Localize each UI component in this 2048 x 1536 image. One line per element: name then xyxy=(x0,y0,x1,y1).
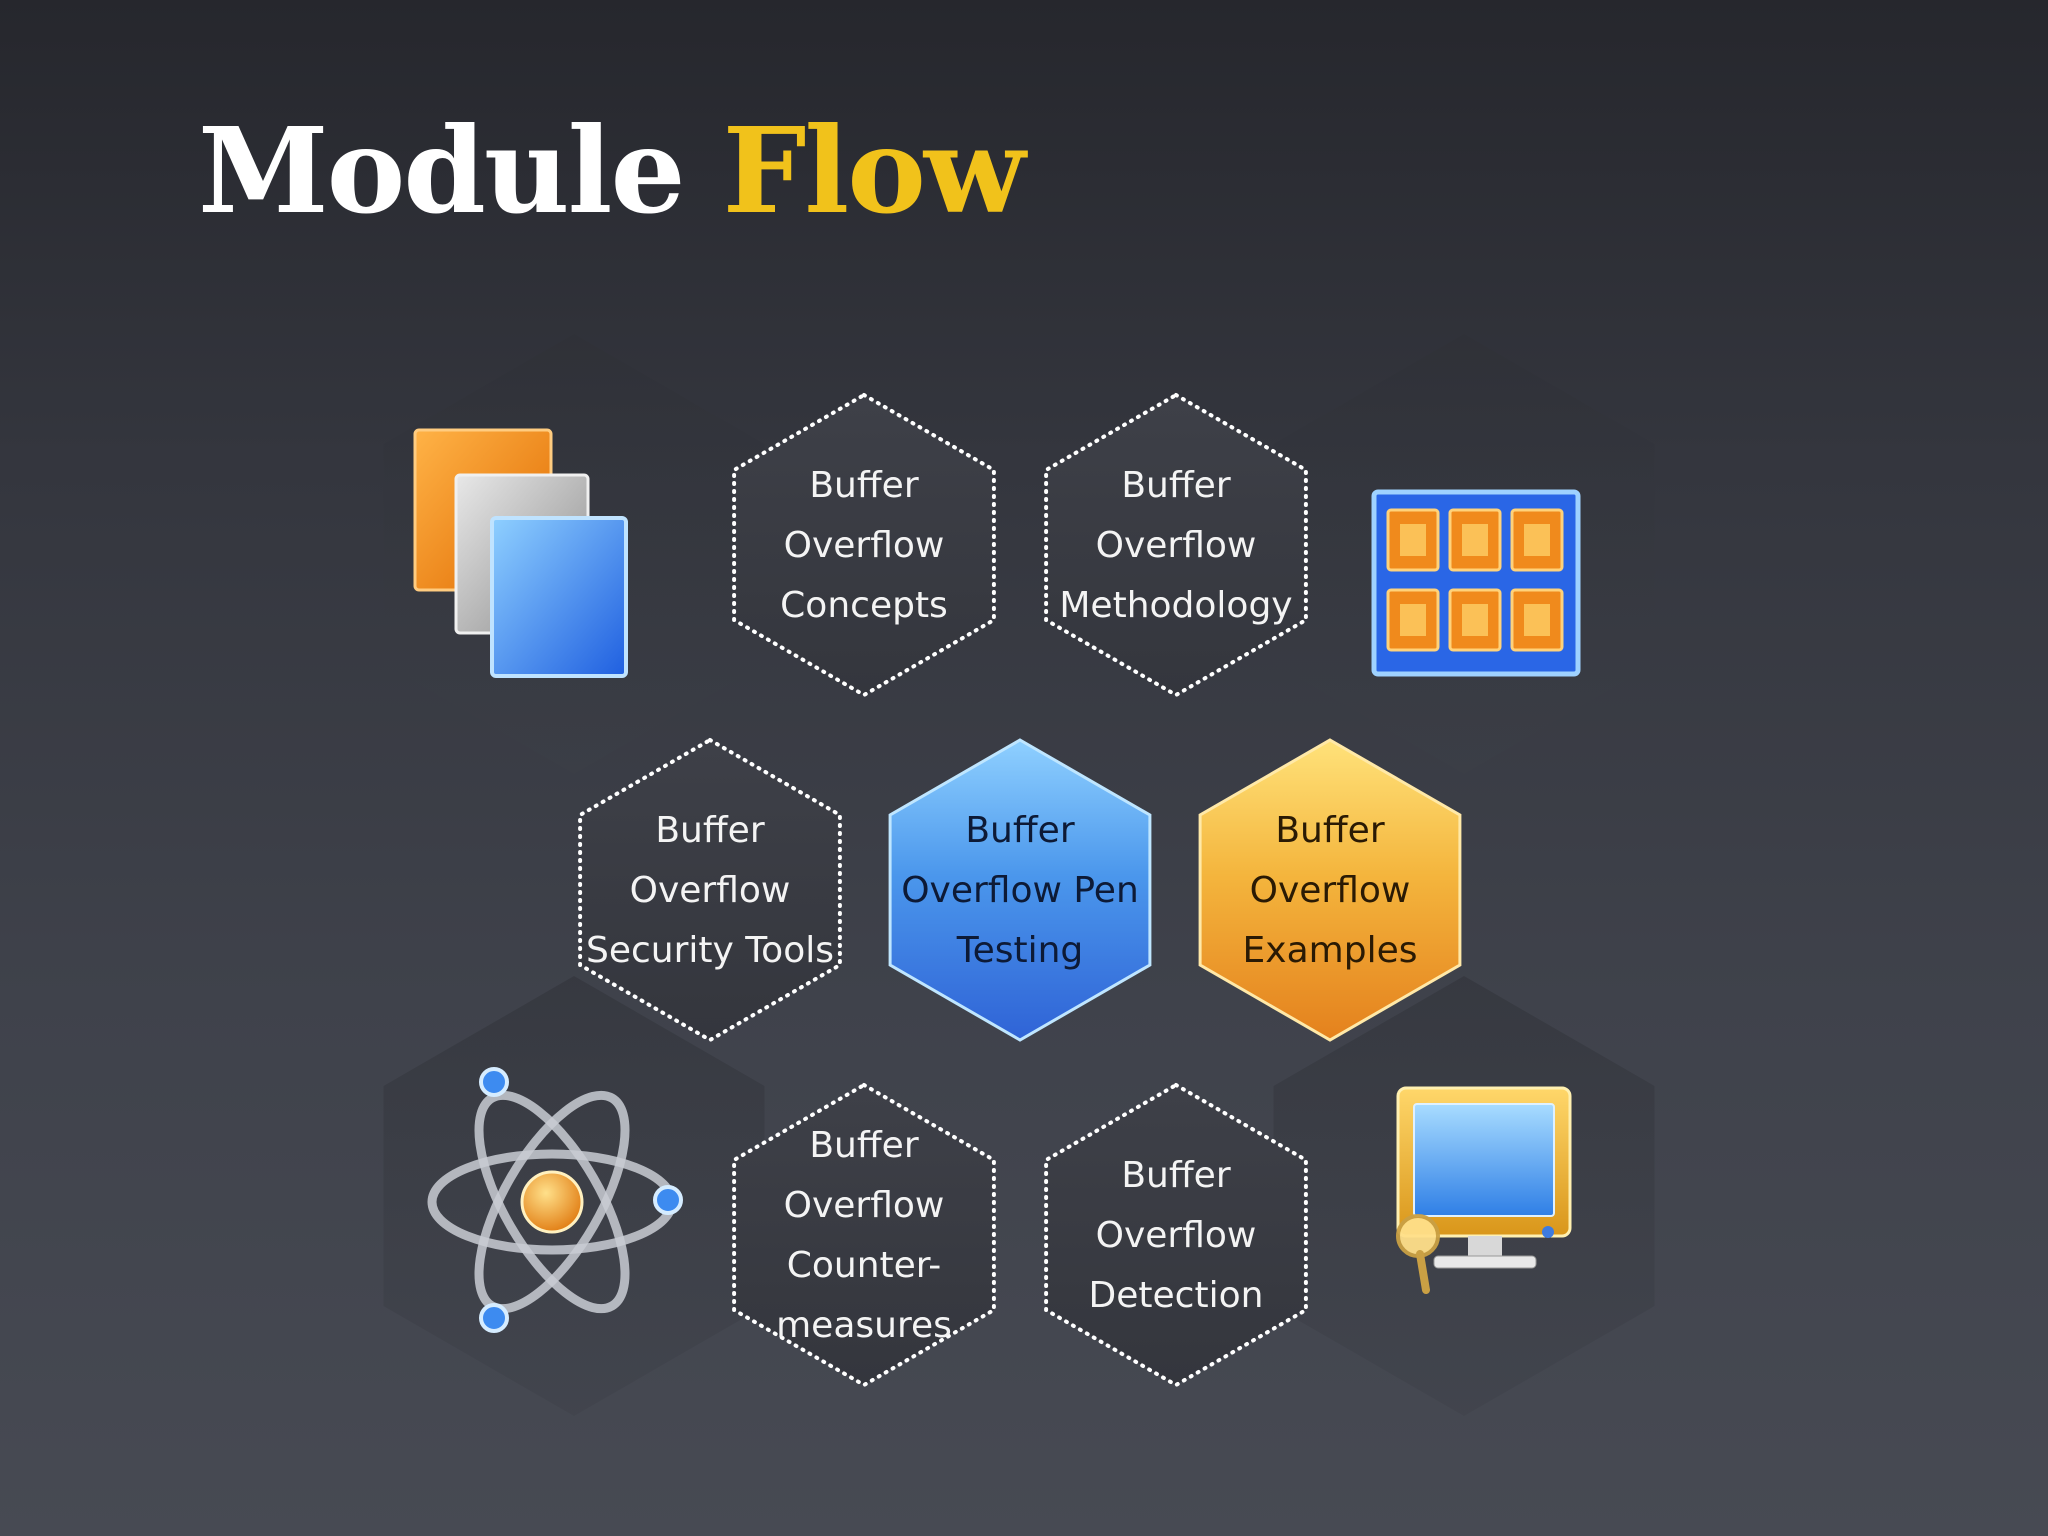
hex-buffer-overflow-methodology-label-line: Buffer xyxy=(1121,465,1230,506)
hex-buffer-overflow-detection-label-line: Overflow xyxy=(1096,1215,1257,1256)
hex-buffer-overflow-concepts-label-line: Overflow xyxy=(784,525,945,566)
atom-icon xyxy=(427,1067,683,1333)
hex-buffer-overflow-countermeasures-label-line: Buffer xyxy=(809,1125,918,1166)
hex-buffer-overflow-examples-shape xyxy=(1198,738,1462,1042)
hex-buffer-overflow-security-tools xyxy=(578,737,842,1043)
stacked-documents-icon xyxy=(413,428,628,678)
hex-buffer-overflow-concepts-label-line: Buffer xyxy=(809,465,918,506)
image-grid-icon xyxy=(1371,489,1581,677)
hex-buffer-overflow-methodology xyxy=(1044,392,1308,698)
grid-cell-inner xyxy=(1524,524,1550,556)
hex-buffer-overflow-security-tools-label-line: Security Tools xyxy=(586,930,834,971)
hex-buffer-overflow-examples xyxy=(1198,738,1462,1042)
hex-buffer-overflow-concepts-shape xyxy=(732,392,996,698)
hex-buffer-overflow-methodology-shape xyxy=(1044,392,1308,698)
hex-buffer-overflow-concepts-label-line: Concepts xyxy=(780,585,948,626)
grid-cell-inner xyxy=(1462,524,1488,556)
hex-buffer-overflow-countermeasures-label-line: Counter- xyxy=(787,1245,942,1286)
computer-search-icon xyxy=(1396,1086,1572,1294)
hex-buffer-overflow-detection-label-line: Detection xyxy=(1089,1275,1264,1316)
hex-buffer-overflow-detection xyxy=(1044,1082,1308,1388)
hex-buffer-overflow-methodology-label-line: Overflow xyxy=(1096,525,1257,566)
hex-buffer-overflow-pen-testing-label-line: Buffer xyxy=(965,810,1074,851)
hex-buffer-overflow-countermeasures-label-line: measures xyxy=(776,1305,952,1346)
hex-buffer-overflow-security-tools-label-line: Buffer xyxy=(655,810,764,851)
title-word-flow: Flow xyxy=(722,101,1026,240)
hex-buffer-overflow-detection-label-line: Buffer xyxy=(1121,1155,1230,1196)
title-word-module: Module xyxy=(198,101,686,240)
hex-buffer-overflow-examples-label-line: Examples xyxy=(1243,930,1418,971)
hex-buffer-overflow-detection-shape xyxy=(1044,1082,1308,1388)
grid-cell-inner xyxy=(1400,604,1426,636)
hex-buffer-overflow-concepts xyxy=(732,392,996,698)
hex-buffer-overflow-countermeasures xyxy=(732,1082,996,1388)
hex-buffer-overflow-pen-testing xyxy=(888,738,1152,1042)
hex-buffer-overflow-examples-label-line: Overflow xyxy=(1250,870,1411,911)
hex-buffer-overflow-security-tools-shape xyxy=(578,737,842,1043)
page-title: Module Flow xyxy=(198,96,1026,246)
grid-cell-inner xyxy=(1462,604,1488,636)
hex-buffer-overflow-countermeasures-label-line: Overflow xyxy=(784,1185,945,1226)
hex-buffer-overflow-pen-testing-label-line: Overflow Pen xyxy=(901,870,1139,911)
grid-cell-inner xyxy=(1524,604,1550,636)
hex-buffer-overflow-methodology-label-line: Methodology xyxy=(1059,585,1292,626)
hex-buffer-overflow-examples-label-line: Buffer xyxy=(1275,810,1384,851)
hex-buffer-overflow-pen-testing-label-line: Testing xyxy=(956,930,1084,971)
hex-buffer-overflow-pen-testing-shape xyxy=(888,738,1152,1042)
hex-buffer-overflow-countermeasures-shape xyxy=(732,1082,996,1388)
hex-buffer-overflow-security-tools-label-line: Overflow xyxy=(630,870,791,911)
grid-cell-inner xyxy=(1400,524,1426,556)
